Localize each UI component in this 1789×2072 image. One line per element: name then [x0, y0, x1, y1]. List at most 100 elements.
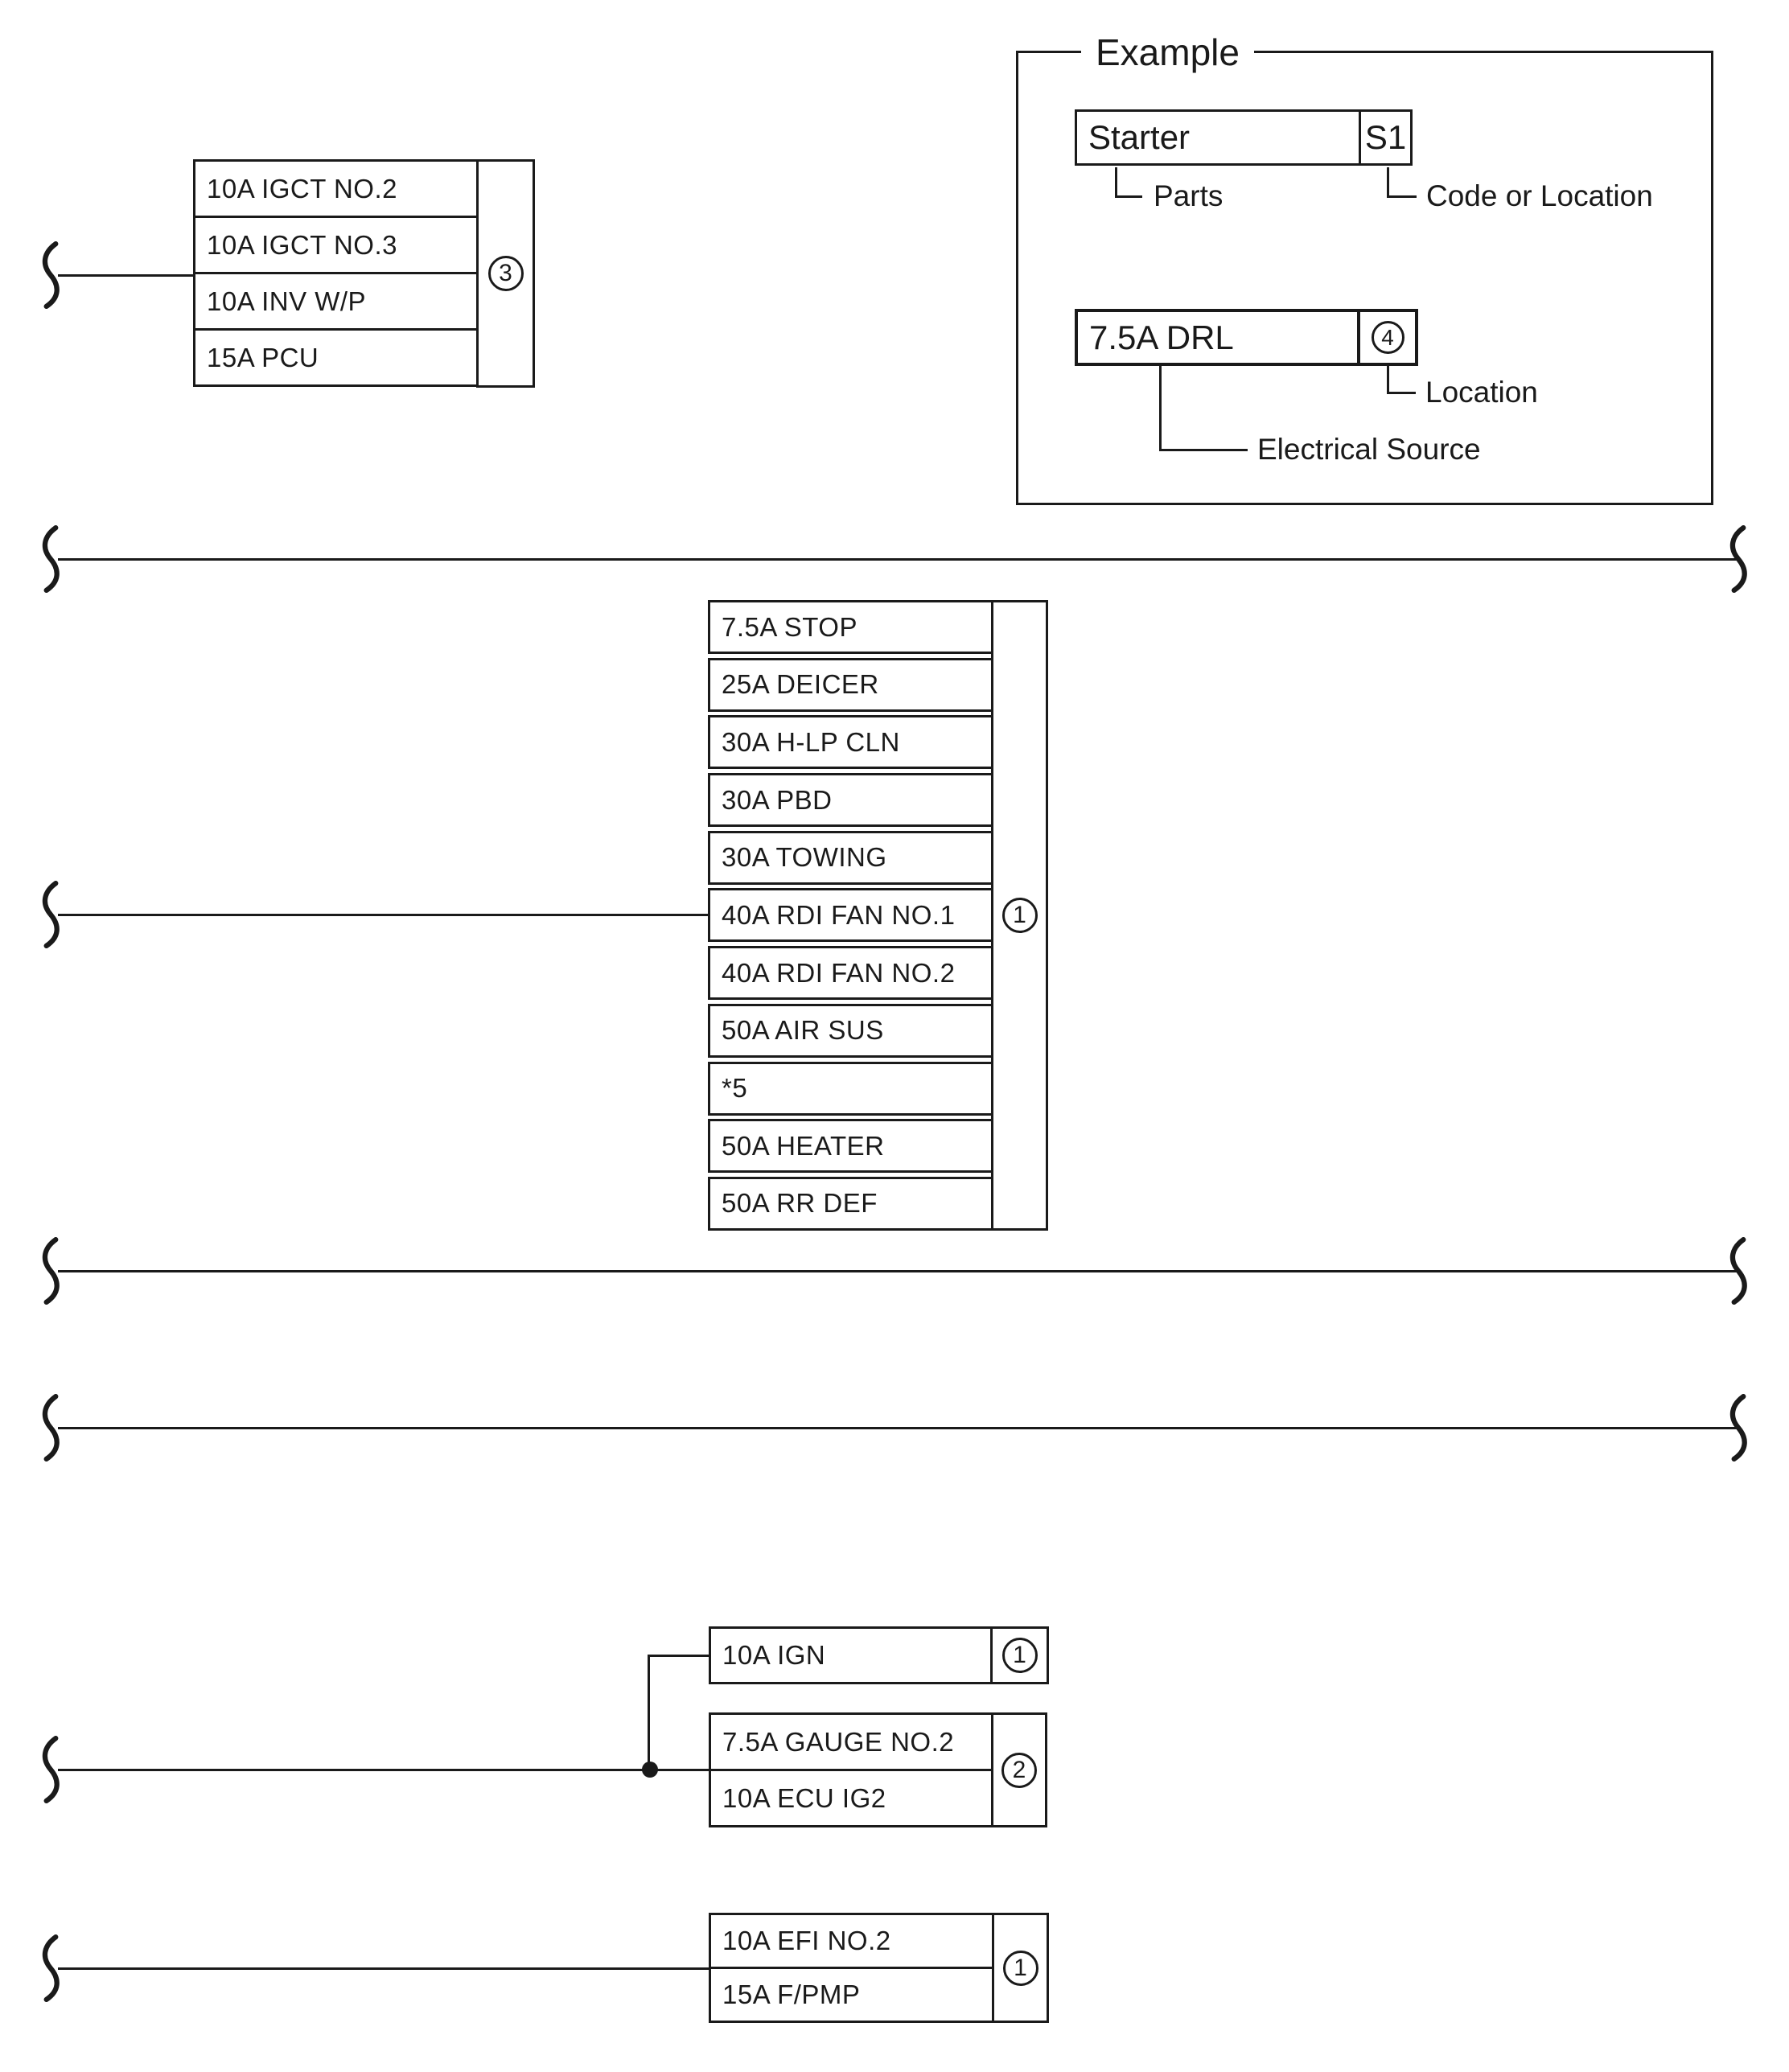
wire-bus-2 [58, 1270, 1738, 1272]
fuse-label: 7.5A GAUGE NO.2 [722, 1726, 955, 1757]
fuse-row: 7.5A GAUGE NO.2 [709, 1712, 993, 1771]
example-legend-box: Example Starter S1 Parts Code or Locatio… [1016, 29, 1713, 505]
location-caption: Location [1425, 376, 1538, 409]
wire-to-group-1 [58, 914, 710, 916]
fuse-group-efi: 10A EFI NO.2 15A F/PMP 1 [709, 1913, 1049, 2023]
location-badge: 3 [487, 256, 524, 291]
fuse-row: *5 [708, 1061, 993, 1116]
location-badge: 1 [1002, 1950, 1038, 1986]
leader-line [1159, 449, 1248, 451]
fuse-label: 10A IGCT NO.3 [207, 229, 397, 260]
fuse-label: 10A INV W/P [207, 286, 367, 316]
continuation-squiggle-icon [1729, 1237, 1747, 1305]
continuation-squiggle-icon [1729, 1394, 1747, 1462]
fuse-label: 10A EFI NO.2 [722, 1926, 891, 1955]
fuse-row: 50A RR DEF [708, 1176, 993, 1231]
continuation-squiggle-icon [42, 1394, 60, 1462]
fuse-row: 30A H-LP CLN [708, 715, 993, 770]
fuse-row: 50A HEATER [708, 1119, 993, 1174]
continuation-squiggle-icon [42, 1736, 60, 1803]
junction-dot [642, 1762, 658, 1778]
fuse-row-list: 10A IGN [709, 1626, 993, 1684]
location-badge: 4 [1371, 321, 1404, 354]
wire-to-gauge-group [58, 1769, 711, 1771]
fuse-row: 10A ECU IG2 [709, 1769, 993, 1827]
fuse-row: 10A IGCT NO.3 [193, 216, 479, 274]
fuse-label: 50A RR DEF [722, 1188, 878, 1219]
source-caption: Electrical Source [1257, 433, 1481, 466]
continuation-squiggle-icon [1729, 525, 1747, 593]
fuse-row: 10A EFI NO.2 [709, 1913, 994, 1969]
continuation-squiggle-icon [42, 525, 60, 593]
location-column: 1 [992, 1913, 1049, 2023]
fuse-label: 25A DEICER [722, 669, 879, 700]
fuse-label: 10A IGCT NO.2 [207, 173, 397, 204]
wire-to-efi-group [58, 1967, 711, 1970]
fuse-row: 30A PBD [708, 773, 993, 828]
wire-to-group-3 [58, 274, 195, 277]
fuse-label: 40A RDI FAN NO.1 [722, 899, 956, 930]
leader-line [1115, 195, 1142, 198]
fuse-label: 50A AIR SUS [722, 1015, 884, 1046]
example-source-row: 7.5A DRL 4 [1075, 309, 1418, 366]
location-badge: 1 [1001, 898, 1038, 933]
fuse-row-list: 10A IGCT NO.2 10A IGCT NO.3 10A INV W/P 15A… [193, 159, 479, 387]
fuse-label: 15A F/PMP [722, 1980, 861, 2009]
leader-line [1387, 392, 1416, 394]
fuse-row-list: 7.5A GAUGE NO.2 10A ECU IG2 [709, 1712, 993, 1827]
example-parts-row: Starter S1 [1075, 109, 1413, 166]
fuse-row: 40A RDI FAN NO.2 [708, 946, 993, 1001]
continuation-squiggle-icon [42, 1934, 60, 2002]
example-source-name: 7.5A DRL [1089, 318, 1234, 356]
wire-branch-vertical [648, 1655, 650, 1770]
fuse-label: 10A ECU IG2 [722, 1782, 886, 1813]
wire-bus-3 [58, 1427, 1738, 1429]
leader-line [1159, 366, 1162, 451]
leader-line [1387, 195, 1417, 198]
example-part-code: S1 [1359, 112, 1410, 163]
fuse-label: 30A TOWING [722, 842, 887, 873]
continuation-squiggle-icon [42, 241, 60, 309]
fuse-label: 10A IGN [722, 1640, 826, 1670]
location-badge: 2 [1001, 1752, 1037, 1788]
location-column: 2 [991, 1712, 1047, 1827]
fuse-row: 10A INV W/P [193, 272, 479, 331]
code-caption: Code or Location [1426, 179, 1653, 212]
fuse-label: *5 [722, 1073, 748, 1103]
location-column: 1 [990, 1626, 1049, 1684]
parts-caption: Parts [1154, 179, 1224, 212]
fuse-group-1-main: 7.5A STOP 25A DEICER 30A H-LP CLN 30A PBD 30… [708, 600, 1048, 1231]
wire-branch-to-ign [648, 1655, 711, 1657]
fuse-row: 15A F/PMP [709, 1967, 994, 2023]
fuse-label: 30A H-LP CLN [722, 726, 900, 757]
fuse-row: 7.5A STOP [708, 600, 993, 654]
fuse-row: 40A RDI FAN NO.1 [708, 888, 993, 943]
fuse-group-ign: 10A IGN 1 [709, 1626, 1049, 1684]
location-badge: 1 [1001, 1638, 1038, 1673]
leader-line [1115, 167, 1117, 198]
fuse-row: 50A AIR SUS [708, 1003, 993, 1058]
fuse-label: 15A PCU [207, 342, 319, 372]
fuse-row: 30A TOWING [708, 830, 993, 885]
fuse-label: 30A PBD [722, 784, 833, 815]
fuse-group-gauge: 7.5A GAUGE NO.2 10A ECU IG2 2 [709, 1712, 1047, 1827]
continuation-squiggle-icon [42, 1237, 60, 1305]
fuse-row-list: 7.5A STOP 25A DEICER 30A H-LP CLN 30A PBD 30… [708, 600, 993, 1231]
fuse-row: 10A IGCT NO.2 [193, 159, 479, 218]
example-part-name: Starter [1088, 118, 1191, 156]
leader-line [1387, 167, 1389, 198]
location-column: 3 [476, 159, 535, 388]
location-column: 1 [991, 600, 1048, 1231]
fuse-label: 7.5A STOP [722, 611, 857, 642]
example-source-location: 4 [1357, 312, 1415, 363]
example-title: Example [1081, 29, 1254, 76]
fuse-row-list: 10A EFI NO.2 15A F/PMP [709, 1913, 994, 2023]
fuse-label: 40A RDI FAN NO.2 [722, 957, 956, 988]
continuation-squiggle-icon [42, 881, 60, 948]
fuse-row: 25A DEICER [708, 657, 993, 712]
leader-line [1387, 366, 1389, 394]
fuse-label: 50A HEATER [722, 1130, 885, 1161]
wire-bus-1 [58, 558, 1738, 561]
fuse-row: 15A PCU [193, 328, 479, 387]
